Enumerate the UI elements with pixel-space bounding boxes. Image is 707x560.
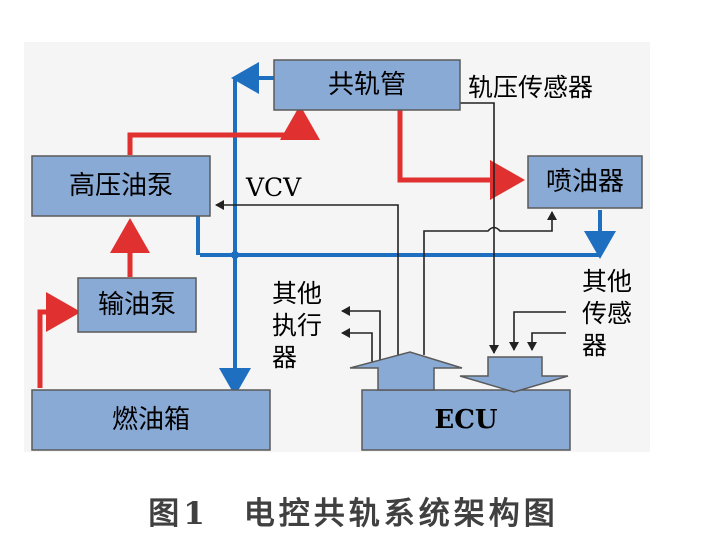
actuator-signal-2 [341, 328, 373, 362]
fuel-tank-label: 燃油箱 [112, 405, 190, 435]
other-sensors-line-3: 器 [582, 331, 607, 360]
actuator-signal-1 [341, 306, 381, 362]
injector-control-signal [423, 211, 557, 355]
injector-box [527, 155, 643, 209]
ecu-output-block [349, 351, 463, 391]
fuel-tank-box [31, 389, 271, 451]
figure-caption: 图1 电控共轨系统架构图 [148, 496, 559, 532]
vcv-control-signal [215, 200, 399, 355]
sensor-signal-1 [509, 311, 566, 351]
transfer-pump-label: 输油泵 [98, 290, 176, 320]
low-pressure-lines [196, 62, 616, 396]
high-pressure-lines [37, 105, 525, 388]
high-pressure-pump-label: 高压油泵 [69, 171, 173, 201]
sensor-signal-2 [527, 332, 566, 351]
high-pressure-pump-box [31, 155, 211, 217]
transfer-pump-box [77, 277, 197, 333]
other-sensors-line-1: 其他 [582, 267, 632, 296]
other-actuators-line-3: 器 [272, 343, 297, 372]
common-rail-box [273, 59, 461, 111]
ecu-label: ECU [434, 405, 498, 435]
junction-dot [231, 251, 239, 259]
architecture-diagram: 共轨管 高压油泵 喷油器 输油泵 燃油箱 ECU 轨压传感器 VCV 其他 执行… [31, 59, 643, 451]
signal-lines [215, 102, 566, 362]
vcv-label: VCV [245, 173, 302, 202]
rail-sensor-signal [460, 102, 499, 354]
hp-pump-to-rail [127, 105, 320, 155]
other-actuators-line-1: 其他 [272, 279, 322, 308]
common-rail-label: 共轨管 [328, 70, 406, 100]
other-sensors-line-2: 传感 [582, 299, 632, 328]
rail-pressure-sensor-label: 轨压传感器 [468, 73, 593, 102]
ecu-box [361, 389, 571, 451]
other-actuators-line-2: 执行 [272, 311, 322, 340]
rail-to-injector [397, 110, 525, 200]
tank-to-transfer-pump [37, 292, 81, 388]
injector-label: 喷油器 [546, 167, 624, 197]
ecu-input-block [459, 356, 569, 393]
